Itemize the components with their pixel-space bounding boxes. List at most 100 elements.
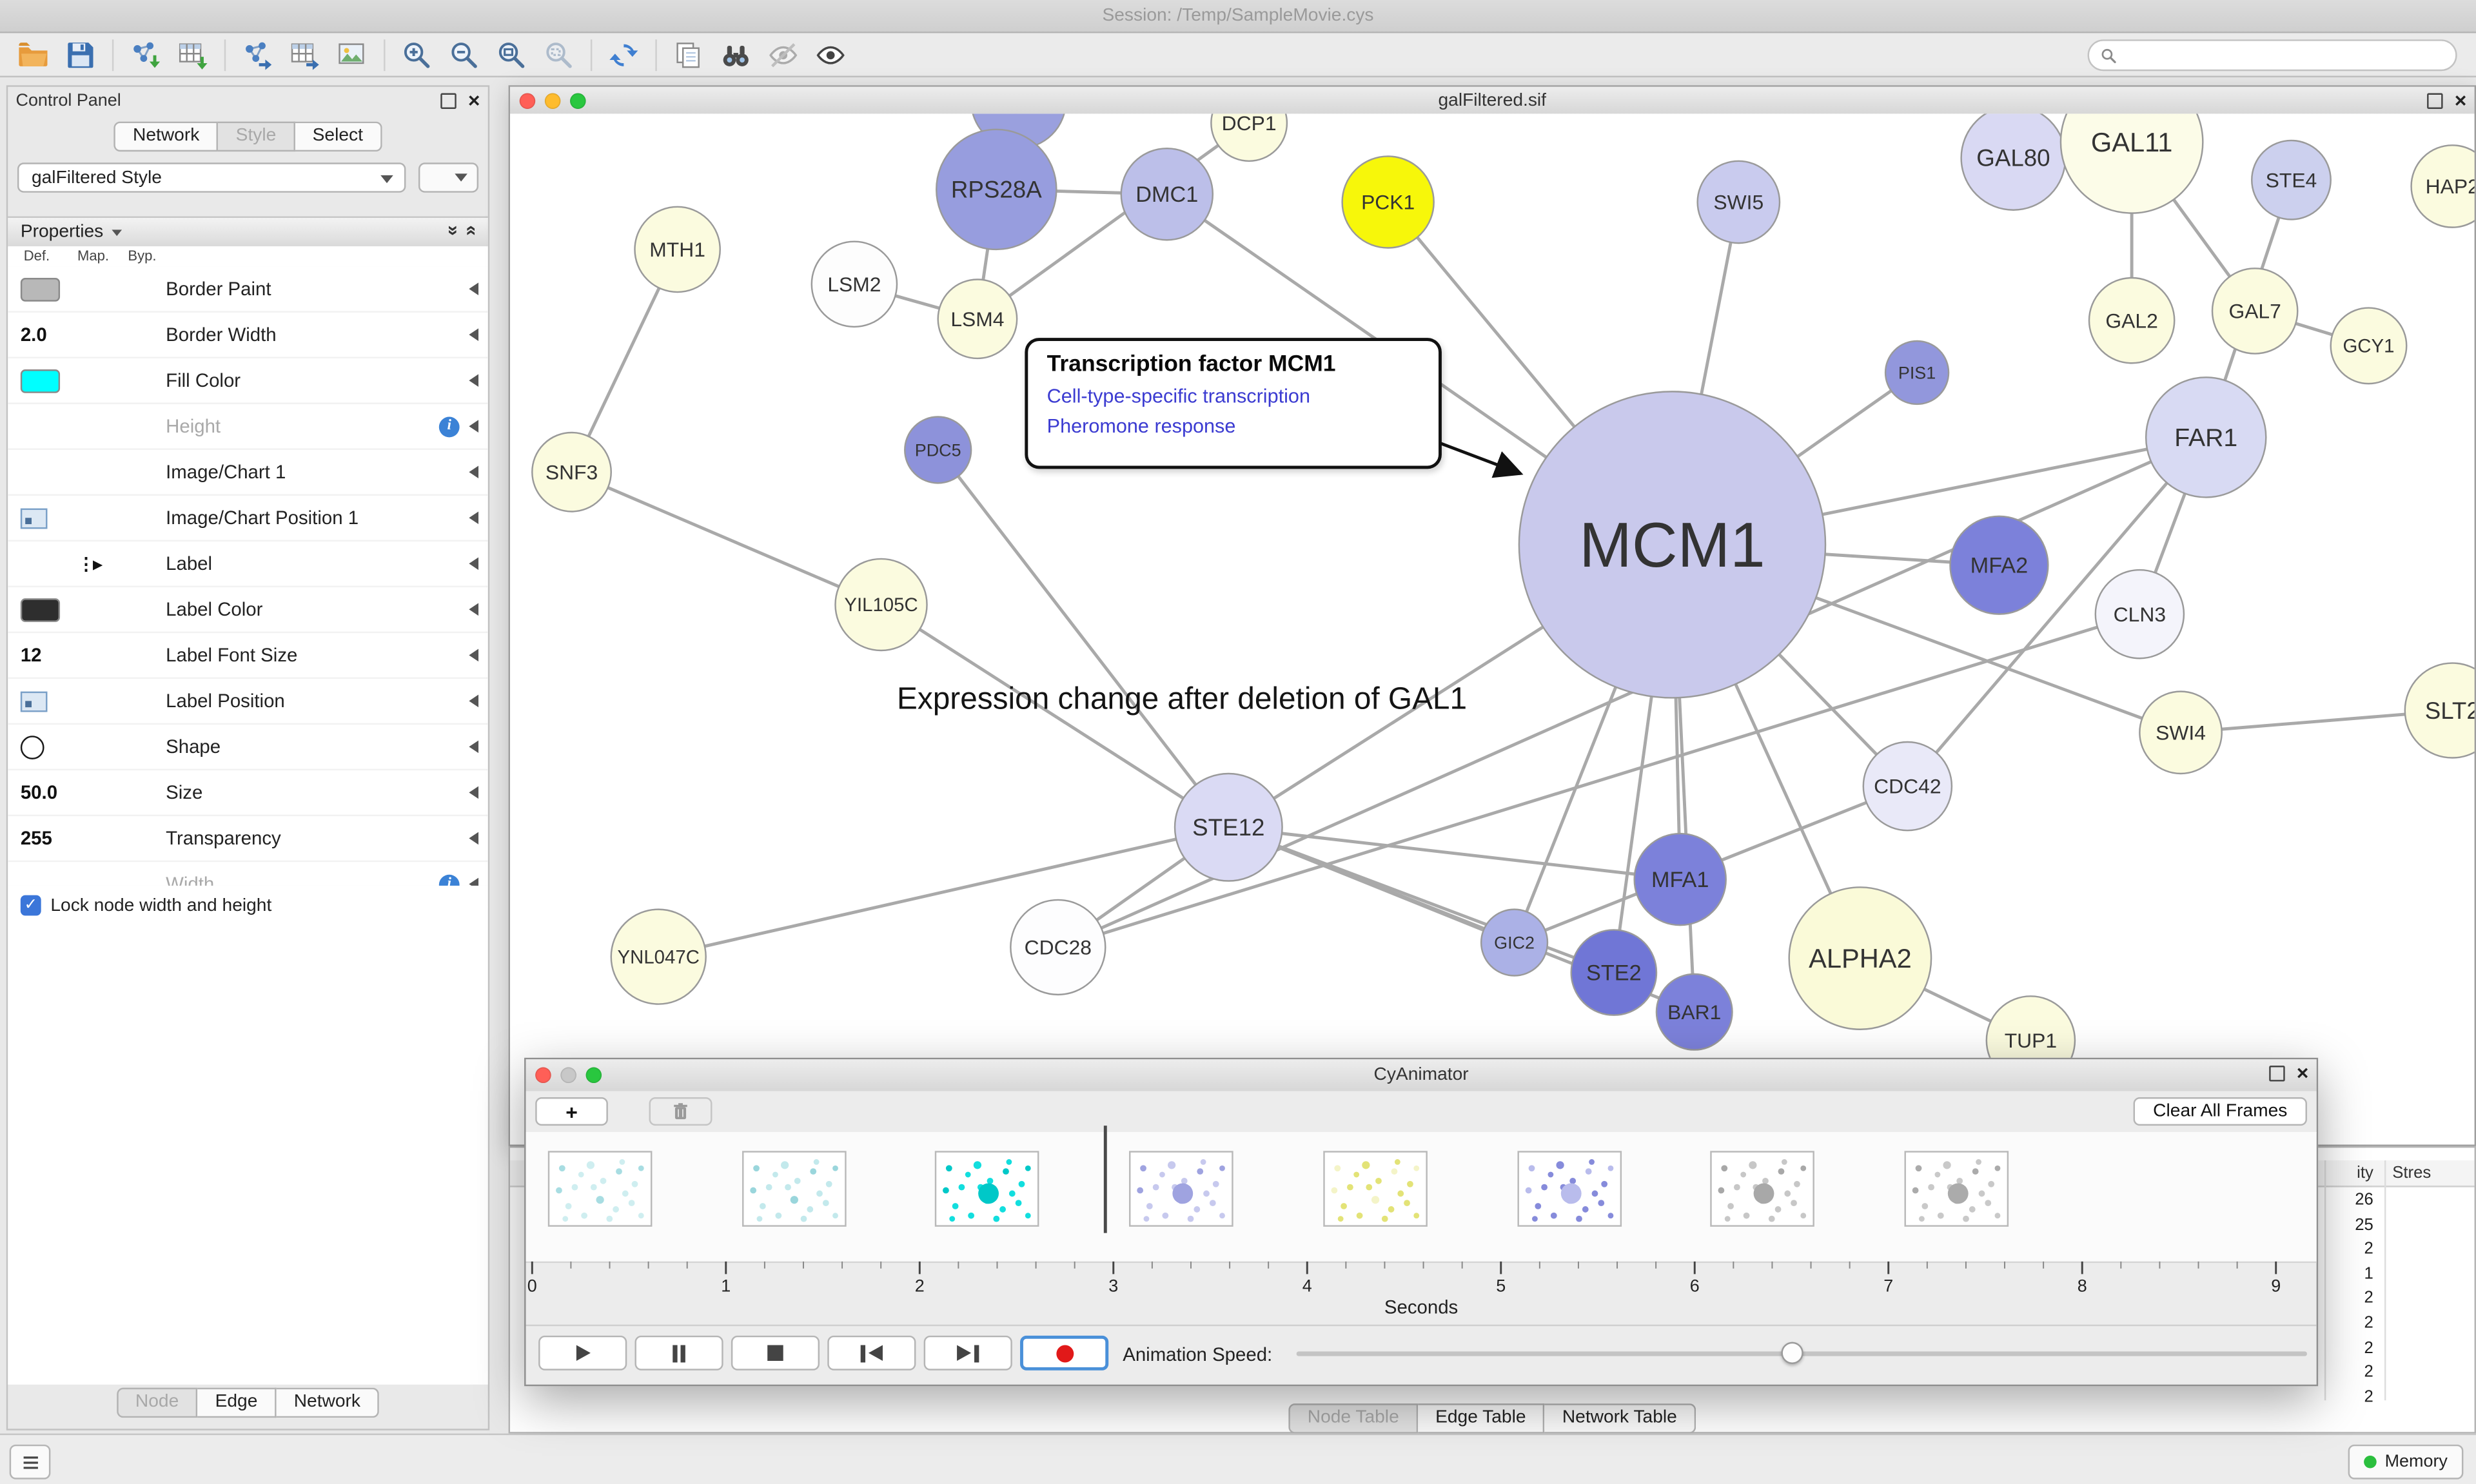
mapping-cell[interactable]	[77, 358, 119, 403]
network-node-LSM4[interactable]: LSM4	[937, 278, 1018, 360]
apply-layout-icon[interactable]	[600, 35, 647, 73]
new-view-icon[interactable]	[665, 35, 712, 73]
network-node-GAL11[interactable]: GAL11	[2059, 113, 2204, 214]
frame-thumbnail-3[interactable]	[1129, 1151, 1233, 1227]
frame-thumbnail-5[interactable]	[1517, 1151, 1621, 1227]
mapping-cell[interactable]	[77, 450, 119, 494]
slider-handle[interactable]	[1780, 1342, 1803, 1364]
info-icon[interactable]: i	[438, 416, 460, 437]
discrete-mapping-icon[interactable]: ⋮▸	[77, 554, 102, 574]
export-network-icon[interactable]	[233, 35, 280, 73]
float-window-icon[interactable]	[2270, 1064, 2286, 1081]
network-node-GAL2[interactable]: GAL2	[2088, 277, 2176, 364]
mapping-cell[interactable]	[77, 267, 119, 311]
tab-edge[interactable]: Edge	[197, 1387, 277, 1418]
table-cell[interactable]: 1	[2364, 1264, 2373, 1284]
network-node-STE4[interactable]: STE4	[2251, 139, 2332, 220]
network-node-LSM2[interactable]: LSM2	[811, 240, 898, 328]
zoom-traffic-light[interactable]	[585, 1067, 602, 1084]
border-paint-swatch[interactable]	[20, 277, 61, 301]
expand-row-icon[interactable]	[469, 694, 479, 708]
tab-node-table[interactable]: Node Table	[1288, 1403, 1419, 1434]
mapping-cell[interactable]	[77, 816, 119, 861]
lock-size-row[interactable]: ✓ Lock node width and height	[8, 886, 487, 916]
network-node-MFA1[interactable]: MFA1	[1633, 832, 1727, 926]
close-traffic-light[interactable]	[535, 1067, 551, 1084]
network-node-GIC2[interactable]: GIC2	[1480, 908, 1549, 977]
network-node-STE12[interactable]: STE12	[1174, 772, 1283, 882]
export-image-icon[interactable]	[328, 35, 375, 73]
table-cell[interactable]: 2	[2364, 1387, 2373, 1407]
network-node-PCK1[interactable]: PCK1	[1341, 155, 1435, 249]
default-value-cell[interactable]: 12	[20, 644, 42, 667]
frame-thumbnail-7[interactable]	[1904, 1151, 2009, 1227]
network-node-SNF3[interactable]: SNF3	[531, 431, 612, 513]
property-row-border-paint[interactable]: Border Paint	[8, 267, 488, 313]
frame-thumbnail-1[interactable]	[742, 1151, 846, 1227]
frame-thumbnail-4[interactable]	[1322, 1151, 1428, 1227]
network-node-GAL80[interactable]: GAL80	[1960, 113, 2067, 211]
import-network-icon[interactable]	[122, 35, 169, 73]
style-options-button[interactable]	[418, 162, 479, 193]
export-table-icon[interactable]	[281, 35, 328, 73]
table-cell[interactable]: 2	[2364, 1313, 2373, 1333]
default-value-cell[interactable]	[20, 496, 74, 540]
network-node-CDC42[interactable]: CDC42	[1862, 741, 1953, 832]
default-value-cell[interactable]	[20, 267, 74, 311]
property-row-label-color[interactable]: Label Color	[8, 587, 488, 634]
expand-row-icon[interactable]	[469, 465, 479, 479]
network-node-GAL7[interactable]: GAL7	[2211, 268, 2299, 355]
tab-select[interactable]: Select	[295, 121, 382, 152]
network-edge-SNF3-YIL105C[interactable]	[571, 470, 882, 607]
tab-edge-table[interactable]: Edge Table	[1418, 1403, 1545, 1434]
zoom-traffic-light[interactable]	[570, 92, 586, 108]
expand-row-icon[interactable]	[469, 557, 479, 571]
tab-network-style[interactable]: Network	[276, 1387, 380, 1418]
position-icon[interactable]	[20, 690, 48, 712]
network-node-MCM1[interactable]: MCM1	[1518, 391, 1827, 699]
network-node-SWI5[interactable]: SWI5	[1696, 160, 1781, 244]
fill-color-swatch[interactable]	[20, 368, 61, 393]
network-node-RPS28A[interactable]: RPS28A	[936, 128, 1057, 251]
mapping-cell[interactable]	[77, 587, 119, 632]
property-row-shape[interactable]: Shape	[8, 725, 488, 771]
position-icon[interactable]	[20, 507, 48, 529]
float-window-icon[interactable]	[2428, 92, 2444, 108]
default-value-cell[interactable]	[21, 450, 74, 494]
table-cell[interactable]: 2	[2364, 1239, 2373, 1259]
network-node-YIL105C[interactable]: YIL105C	[834, 558, 928, 652]
frame-thumbnail-0[interactable]	[547, 1151, 653, 1227]
expand-row-icon[interactable]	[469, 511, 479, 525]
stop-button[interactable]	[731, 1335, 820, 1371]
network-node-DMC1[interactable]: DMC1	[1120, 147, 1214, 241]
add-frame-button[interactable]: +	[535, 1097, 608, 1126]
pause-button[interactable]	[634, 1335, 723, 1371]
record-button[interactable]	[1020, 1335, 1109, 1371]
lock-size-checkbox[interactable]: ✓	[20, 895, 41, 916]
network-node-SWI4[interactable]: SWI4	[2139, 690, 2223, 775]
annotation-link-2[interactable]: Pheromone response	[1046, 415, 1236, 437]
zoom-selected-icon[interactable]	[535, 35, 582, 73]
network-node-SLT2[interactable]: SLT2	[2404, 662, 2475, 759]
delete-frame-button[interactable]	[649, 1097, 712, 1126]
network-node-PIS1[interactable]: PIS1	[1884, 340, 1950, 405]
annotation-box[interactable]: Transcription factor MCM1 Cell-type-spec…	[1025, 338, 1442, 469]
network-node-MTH1[interactable]: MTH1	[634, 206, 721, 293]
close-traffic-light[interactable]	[519, 92, 536, 108]
expand-row-icon[interactable]	[469, 649, 479, 662]
annotation-link-1[interactable]: Cell-type-specific transcription	[1046, 385, 1311, 407]
default-value-cell[interactable]	[20, 679, 74, 723]
first-frame-button[interactable]	[827, 1335, 916, 1371]
property-row-label[interactable]: ⋮▸Label	[8, 542, 488, 588]
search-input[interactable]	[2087, 39, 2457, 72]
property-row-image-chart-1[interactable]: Image/Chart 1	[8, 450, 488, 496]
network-edge-STE12-YNL047C[interactable]	[658, 825, 1229, 959]
style-select[interactable]: galFiltered Style	[17, 162, 406, 193]
network-node-FAR1[interactable]: FAR1	[2145, 376, 2267, 498]
tab-style[interactable]: Style	[218, 121, 295, 152]
expand-row-icon[interactable]	[469, 832, 479, 845]
first-neighbors-icon[interactable]	[712, 35, 759, 73]
network-node-MFA2[interactable]: MFA2	[1949, 515, 2049, 615]
